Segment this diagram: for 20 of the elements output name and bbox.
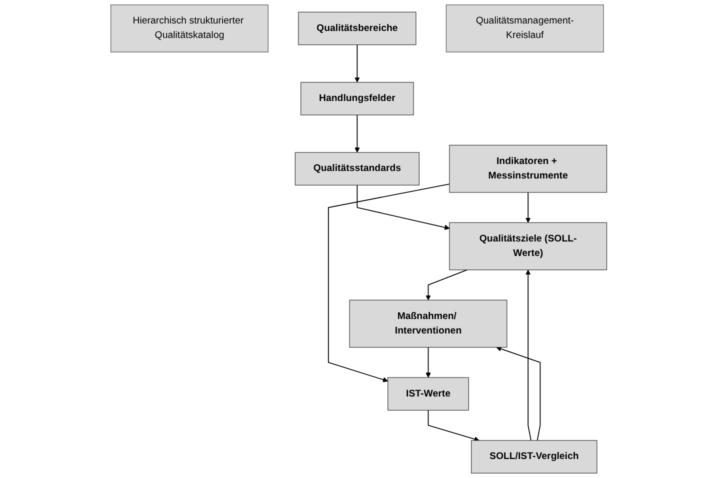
node-box: Qualitätsstandards [294, 152, 420, 186]
node-box: Qualitätsbereiche [298, 12, 416, 46]
arrow [525, 270, 532, 441]
arrow [525, 192, 530, 223]
node-box: Handlungsfelder [300, 82, 414, 116]
node-box: Indikatoren + Messinstrumente [448, 144, 607, 193]
arrow [356, 184, 450, 230]
node-box: SOLL/IST-Vergleich [470, 440, 597, 474]
node-box: Qualitätsmanagement-Kreislauf [446, 4, 604, 52]
arrow [496, 346, 540, 441]
arrow [428, 410, 480, 442]
node-box: Hierarchisch strukturierter Qualitätskatalog [110, 4, 268, 52]
arrow [425, 346, 431, 378]
node-box: Qualitätsziele (SOLL-Werte) [448, 222, 607, 270]
node-box: Maßnahmen/ Interventionen [349, 300, 507, 348]
arrow [328, 184, 450, 382]
arrow [354, 44, 360, 83]
arrow [354, 114, 360, 153]
node-box: IST-Werte [387, 377, 469, 411]
arrow [425, 269, 468, 300]
